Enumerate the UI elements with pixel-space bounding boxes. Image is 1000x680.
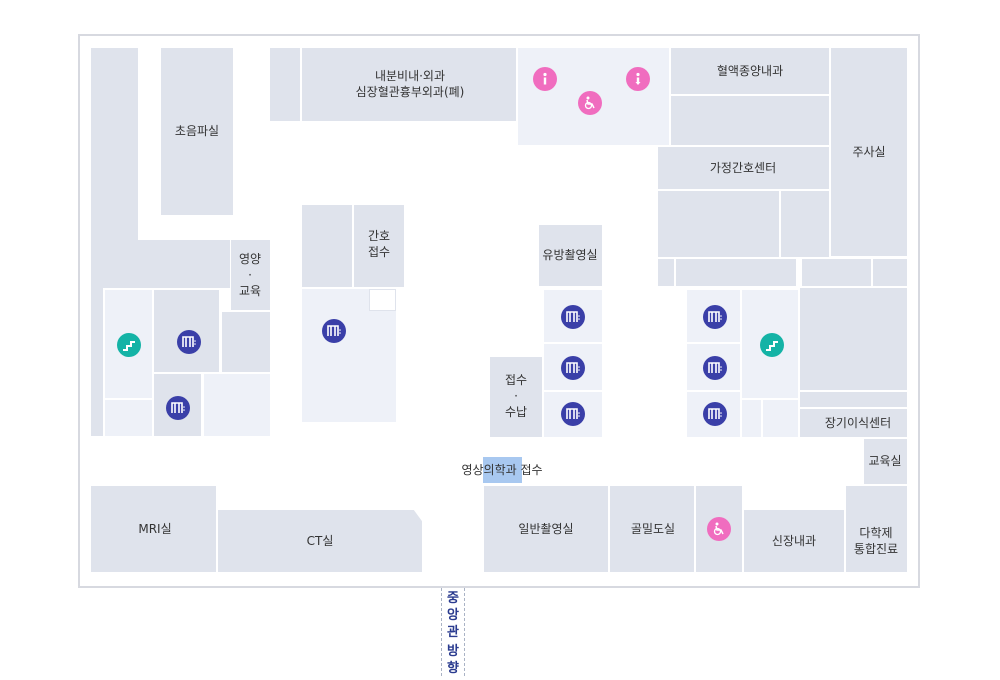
right-strip-room-4 <box>873 259 907 286</box>
small-room-top-left <box>270 48 300 121</box>
endocrine-surgery-label: 내분비내·외과 심장혈관흉부외과(폐) <box>355 69 465 99</box>
general-xray-room[interactable] <box>484 486 608 572</box>
bone-density-label: 골밀도실 <box>630 522 676 536</box>
direction-char: 관 <box>447 625 459 640</box>
direction-char: 앙 <box>447 608 459 623</box>
right-strip-room-2 <box>676 259 796 286</box>
education-room[interactable] <box>864 439 907 484</box>
wheelchair-icon <box>707 517 731 541</box>
home-nursing-center[interactable] <box>658 147 829 189</box>
direction-char: 향 <box>447 661 459 676</box>
stairs-icon <box>760 333 784 357</box>
multidisciplinary-label: 다학제 통합진료 <box>853 526 899 556</box>
reception-payment-label: 접수 · 수납 <box>504 373 528 419</box>
mammography-room[interactable] <box>539 225 602 286</box>
elevator-icon <box>322 319 346 343</box>
elevator-icon <box>561 356 585 380</box>
elevator-room-center-left <box>302 289 396 422</box>
stairs-icon <box>117 333 141 357</box>
left-small-room <box>105 400 152 436</box>
transplant-label: 장기이식센터 <box>824 416 892 430</box>
nutrition-edu-label: 영양 · 교육 <box>238 252 262 298</box>
left-core-room <box>91 288 103 436</box>
radiology-prefix: 영상 <box>461 463 484 477</box>
multidisciplinary-room[interactable] <box>846 486 907 572</box>
bone-density-room[interactable] <box>610 486 694 572</box>
right-core-small-2 <box>763 400 798 437</box>
elevator-icon <box>561 305 585 329</box>
nurse-reception[interactable] <box>354 205 404 287</box>
home-nursing-annex <box>658 191 779 257</box>
nurse-left-room <box>302 205 352 287</box>
right-strip-room-3 <box>802 259 871 286</box>
right-core-room-2 <box>800 288 907 390</box>
elevator-icon <box>561 402 585 426</box>
radiology-suffix: 접수 <box>516 463 543 477</box>
nutrition-education-room[interactable] <box>231 240 270 310</box>
elevator-icon <box>177 330 201 354</box>
left-core-side-room <box>222 312 270 372</box>
mri-room[interactable] <box>91 486 216 572</box>
right-strip-room <box>658 259 674 286</box>
mammography-label: 유방촬영실 <box>542 248 598 262</box>
ultrasound-room[interactable] <box>161 48 233 215</box>
radiology-reception-label: 영상의학과 접수 <box>461 462 542 478</box>
education-label: 교육실 <box>868 454 902 468</box>
transplant-center[interactable] <box>800 409 907 437</box>
direction-char: 중 <box>447 591 459 606</box>
nephrology-label: 신장내과 <box>771 534 817 548</box>
elevator-icon <box>703 402 727 426</box>
nurse-reception-label: 간호 접수 <box>367 229 391 259</box>
radiology-highlight-text: 의학과 <box>483 463 517 477</box>
info-icon <box>533 67 557 91</box>
radiology-highlight <box>483 457 522 483</box>
elevator-icon <box>703 305 727 329</box>
ct-label: CT실 <box>306 534 334 548</box>
reception-payment-room[interactable] <box>490 357 542 437</box>
hemato-oncology-room[interactable] <box>671 48 829 94</box>
hemato-oncology-label: 혈액종양내과 <box>716 64 784 78</box>
ct-room[interactable] <box>218 510 422 572</box>
right-core-room-3 <box>800 392 907 407</box>
central-building-direction: 중 앙 관 방 향 <box>441 588 465 676</box>
elevator-icon <box>703 356 727 380</box>
nephrology-room[interactable] <box>744 510 844 572</box>
general-xray-label: 일반촬영실 <box>518 522 574 536</box>
home-nursing-label: 가정간호센터 <box>709 161 777 175</box>
mri-label: MRI실 <box>138 522 172 536</box>
injection-label: 주사실 <box>852 145 886 159</box>
nurse-small-room <box>369 289 396 311</box>
endocrine-surgery-room[interactable] <box>302 48 516 121</box>
home-nursing-side <box>781 191 829 257</box>
hemato-oncology-annex <box>671 96 829 145</box>
injection-room[interactable] <box>831 48 907 256</box>
ultrasound-label: 초음파실 <box>174 124 220 138</box>
info-icon <box>626 67 650 91</box>
direction-char: 방 <box>447 644 459 659</box>
left-lower-room-strip <box>91 240 230 288</box>
left-core-corner-room <box>204 374 270 436</box>
right-core-small-1 <box>742 400 761 437</box>
accessible-toilet-icon <box>578 91 602 115</box>
elevator-icon <box>166 396 190 420</box>
